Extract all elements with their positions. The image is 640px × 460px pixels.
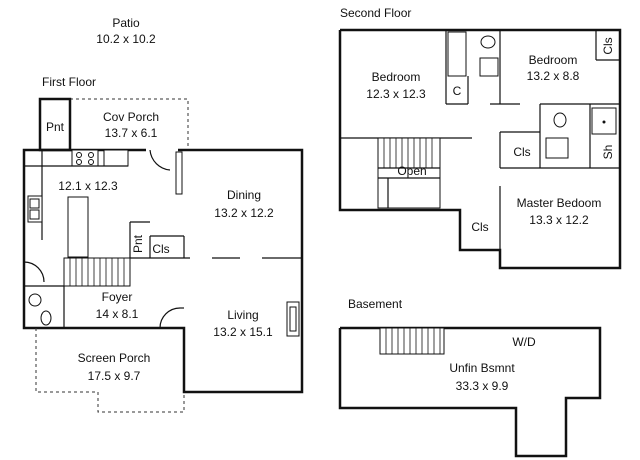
basement-size: 33.3 x 9.9 [456, 379, 509, 393]
bathtub [447, 31, 467, 77]
bedroom1-size: 12.3 x 12.3 [366, 87, 426, 101]
half-bath-toilet [40, 310, 52, 326]
second-floor-plan: Second Floor [338, 6, 622, 270]
basement-stairs [379, 327, 445, 355]
master-label: Master Bedoom [517, 196, 602, 210]
screen-porch-outline [35, 328, 185, 413]
cls-top-label: Cls [601, 37, 615, 54]
kitchen-size: 12.1 x 12.3 [58, 179, 118, 193]
patio-label: Patio [112, 16, 140, 30]
first-floor-plan: Patio 10.2 x 10.2 First Floor Pnt Cov Po… [22, 16, 304, 413]
pantry-label: Pnt [46, 120, 65, 134]
fridge [103, 149, 129, 167]
wd-label: W/D [512, 335, 536, 349]
master-size: 13.3 x 12.2 [529, 213, 589, 227]
screen-porch-label: Screen Porch [78, 351, 151, 365]
dining-size: 13.2 x 12.2 [214, 206, 274, 220]
column [175, 151, 183, 195]
vanity-upper [479, 57, 499, 77]
foyer-size: 14 x 8.1 [96, 307, 139, 321]
second-floor-stairs [377, 137, 441, 209]
dining-label: Dining [227, 188, 261, 202]
c-label: C [453, 84, 462, 98]
toilet-upper [480, 35, 496, 49]
living-label: Living [227, 308, 258, 322]
bedroom2-label: Bedroom [529, 53, 578, 67]
basement-heading: Basement [348, 297, 403, 311]
stove [71, 149, 99, 167]
closet1-label: Cls [152, 242, 169, 256]
basement-plan: Basement W/D Unfin Bsmnt 33.3 x 9.9 [338, 297, 602, 458]
cov-porch-size: 13.7 x 6.1 [105, 126, 158, 140]
pantry2-label: Pnt [131, 234, 145, 253]
first-floor-outer-wall [22, 148, 304, 394]
basement-label: Unfin Bsmnt [449, 361, 515, 375]
patio-size: 10.2 x 10.2 [96, 32, 156, 46]
master-vanity [545, 137, 569, 159]
cov-porch-label: Cov Porch [103, 110, 159, 124]
first-floor-stairs [63, 257, 131, 287]
bedroom2-size: 13.2 x 8.8 [527, 69, 580, 83]
toilet-lower [553, 112, 567, 128]
first-floor-heading: First Floor [42, 75, 96, 89]
cls-bottom-label: Cls [471, 220, 488, 234]
basement-outer-wall [338, 326, 602, 458]
kitchen-island [67, 196, 89, 258]
bedroom1-label: Bedroom [372, 70, 421, 84]
half-bath-sink [28, 293, 42, 307]
sh-label: Sh [601, 145, 615, 160]
screen-porch-size: 17.5 x 9.7 [88, 369, 141, 383]
cov-porch-outline [70, 98, 189, 149]
open-label: Open [397, 164, 426, 178]
cls-mid-label: Cls [513, 145, 530, 159]
porch-door-swing [149, 149, 171, 171]
living-size: 13.2 x 15.1 [213, 325, 273, 339]
foyer-label: Foyer [102, 290, 133, 304]
second-floor-heading: Second Floor [340, 6, 411, 20]
